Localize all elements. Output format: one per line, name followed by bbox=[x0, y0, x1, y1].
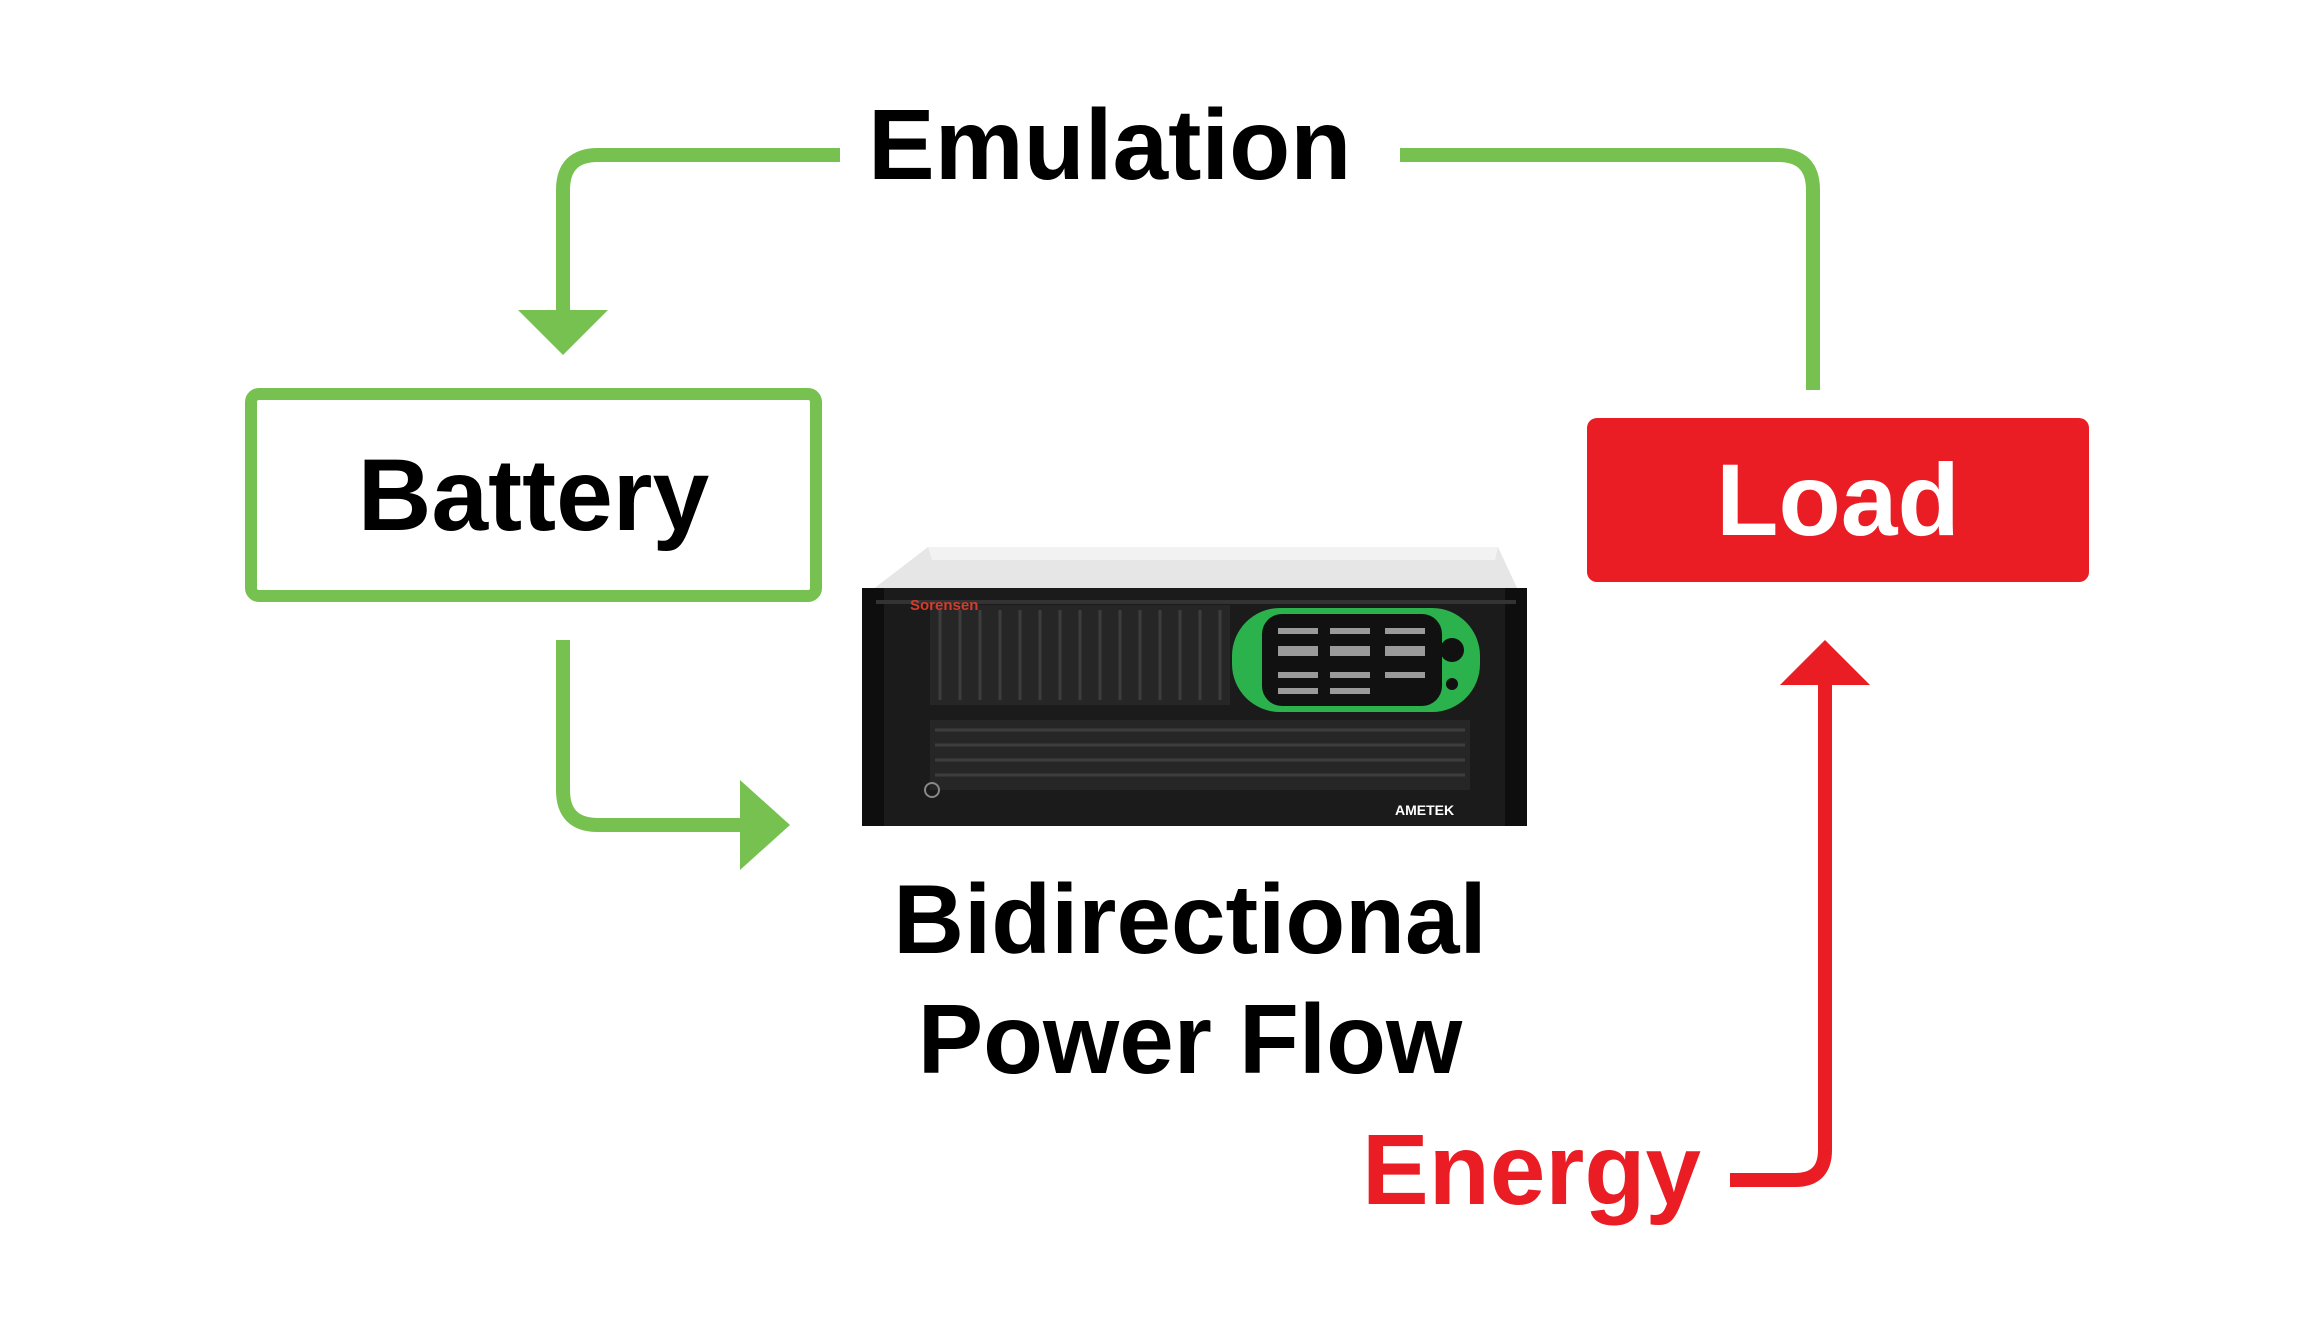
emulation-arrowhead bbox=[518, 310, 608, 355]
bidirectional-caption: Bidirectional Power Flow bbox=[830, 860, 1550, 1099]
bidirectional-line1: Bidirectional bbox=[893, 864, 1487, 974]
battery-to-device-arrow-line bbox=[556, 640, 745, 832]
load-label: Load bbox=[1716, 442, 1960, 557]
bidirectional-line2: Power Flow bbox=[917, 983, 1463, 1094]
load-node: Load bbox=[1587, 418, 2089, 582]
power-supply-device: Sorensen AMETEK bbox=[862, 547, 1527, 826]
emulation-arrow-line bbox=[556, 148, 1820, 390]
energy-arrowhead bbox=[1780, 640, 1870, 685]
device-brand-text: Sorensen bbox=[910, 597, 978, 614]
energy-arrow-line bbox=[1730, 680, 1832, 1187]
battery-node: Battery bbox=[245, 388, 822, 602]
battery-label: Battery bbox=[357, 437, 710, 552]
battery-to-device-arrowhead bbox=[740, 780, 790, 870]
energy-label: Energy bbox=[1362, 1114, 1702, 1226]
emulation-label: Emulation bbox=[868, 89, 1352, 201]
device-maker-text: AMETEK bbox=[1395, 802, 1454, 818]
